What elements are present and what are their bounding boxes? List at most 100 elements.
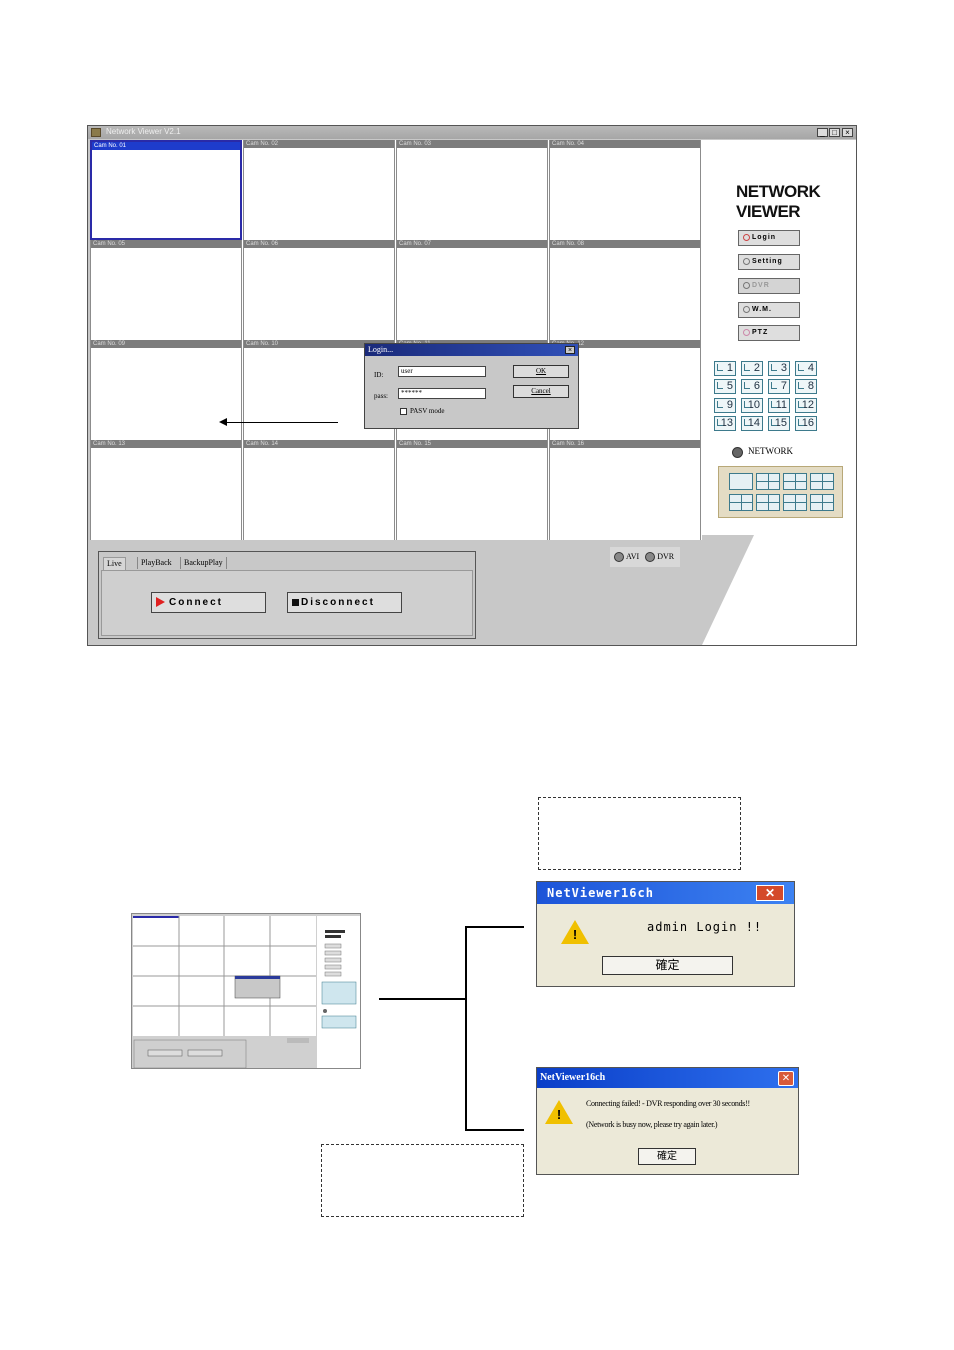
camera-label: Cam No. 14 xyxy=(244,440,394,448)
camera-cell-09[interactable]: Cam No. 09 xyxy=(90,340,242,440)
camera-grid: Cam No. 01 Cam No. 02 Cam No. 03 Cam No.… xyxy=(90,140,702,540)
success-dialog-title: NetViewer16ch xyxy=(537,882,794,904)
setting-button[interactable]: Setting xyxy=(738,254,800,270)
close-button[interactable]: × xyxy=(842,128,853,137)
disconnect-label: Disconnect xyxy=(301,597,375,608)
layout-9-icon[interactable] xyxy=(783,473,807,490)
disconnect-button[interactable]: Disconnect xyxy=(287,592,402,613)
channel-button-16[interactable]: 16 xyxy=(795,416,817,431)
id-input[interactable]: user xyxy=(398,366,486,377)
camera-cell-05[interactable]: Cam No. 05 xyxy=(90,240,242,340)
login-close-button[interactable]: × xyxy=(565,346,575,354)
ptz-button[interactable]: PTZ xyxy=(738,325,800,341)
channel-button-4[interactable]: 4 xyxy=(795,361,817,376)
channel-button-15[interactable]: 15 xyxy=(768,416,790,431)
layout-13-icon[interactable] xyxy=(810,494,834,511)
channel-button-7[interactable]: 7 xyxy=(768,379,790,394)
camera-label: Cam No. 10 xyxy=(244,340,394,348)
camera-cell-02[interactable]: Cam No. 02 xyxy=(243,140,395,240)
channel-button-2[interactable]: 2 xyxy=(741,361,763,376)
pasv-label: PASV mode xyxy=(410,407,445,415)
camera-cell-14[interactable]: Cam No. 14 xyxy=(243,440,395,540)
wm-button[interactable]: W.M. xyxy=(738,302,800,318)
login-dialog: Login... × ID: user pass: ****** PASV mo… xyxy=(364,343,579,429)
camera-label: Cam No. 07 xyxy=(397,240,547,248)
connector-vertical xyxy=(465,926,467,1131)
login-label: Login xyxy=(752,234,777,241)
fail-close-button[interactable]: ✕ xyxy=(778,1071,794,1086)
maximize-button[interactable]: □ xyxy=(829,128,840,137)
login-dialog-title: Login... xyxy=(365,344,578,356)
camera-cell-13[interactable]: Cam No. 13 xyxy=(90,440,242,540)
ok-button[interactable]: OK xyxy=(513,365,569,378)
play-icon xyxy=(156,597,165,608)
network-viewer-window: Network Viewer V2.1 _ □ × Cam No. 01 Cam… xyxy=(87,125,857,646)
channel-button-12[interactable]: 12 xyxy=(795,398,817,413)
id-label: ID: xyxy=(374,371,384,379)
success-message: admin Login !! xyxy=(647,920,763,934)
tab-backupplay[interactable]: BackupPlay xyxy=(180,557,227,569)
cancel-button[interactable]: Cancel xyxy=(513,385,569,398)
connect-button[interactable]: Connect xyxy=(151,592,266,613)
login-button[interactable]: Login xyxy=(738,230,800,246)
layout-8-icon[interactable] xyxy=(756,494,780,511)
channel-button-6[interactable]: 6 xyxy=(741,379,763,394)
tab-playback[interactable]: PlayBack xyxy=(137,557,175,569)
connector-to-success xyxy=(465,926,524,928)
layout-4-icon[interactable] xyxy=(756,473,780,490)
camera-label: Cam No. 15 xyxy=(397,440,547,448)
app-icon xyxy=(91,128,101,137)
ptz-label: PTZ xyxy=(752,329,769,336)
network-status-led xyxy=(732,447,743,458)
camera-cell-01[interactable]: Cam No. 01 xyxy=(90,140,242,240)
status-dot-icon xyxy=(743,233,750,241)
fail-confirm-button[interactable]: 確定 xyxy=(638,1148,696,1165)
layout-1-icon[interactable] xyxy=(729,473,753,490)
camera-cell-04[interactable]: Cam No. 04 xyxy=(549,140,701,240)
wm-label: W.M. xyxy=(752,306,772,313)
layout-10-icon[interactable] xyxy=(783,494,807,511)
layout-16-icon[interactable] xyxy=(810,473,834,490)
channel-button-1[interactable]: 1 xyxy=(714,361,736,376)
camera-label: Cam No. 03 xyxy=(397,140,547,148)
camera-cell-15[interactable]: Cam No. 15 xyxy=(396,440,548,540)
pasv-checkbox[interactable] xyxy=(400,408,407,415)
minimize-button[interactable]: _ xyxy=(817,128,828,137)
warning-icon: ! xyxy=(545,1100,573,1126)
arrow-line xyxy=(226,422,338,423)
tab-live[interactable]: Live xyxy=(103,557,126,570)
logo-line-1: NETWORK xyxy=(736,182,821,201)
app-thumbnail-drawing xyxy=(132,914,360,1068)
dvr-button[interactable]: DVR xyxy=(738,278,800,294)
camera-cell-06[interactable]: Cam No. 06 xyxy=(243,240,395,340)
connector-to-fail xyxy=(465,1129,524,1131)
dvr-led-icon xyxy=(645,552,656,563)
logo-line-2: VIEWER xyxy=(736,202,801,221)
fail-message-line-2: (Network is busy now, please try again l… xyxy=(586,1120,718,1129)
password-input[interactable]: ****** xyxy=(398,388,486,399)
network-label: NETWORK xyxy=(748,446,793,456)
panel-corner-decoration xyxy=(702,535,754,645)
connect-failed-dialog: NetViewer16ch ✕ ! Connecting failed! - D… xyxy=(536,1067,799,1175)
channel-button-13[interactable]: 13 xyxy=(714,416,736,431)
channel-button-11[interactable]: 11 xyxy=(768,398,790,413)
camera-cell-03[interactable]: Cam No. 03 xyxy=(396,140,548,240)
status-dot-icon xyxy=(743,328,750,336)
fail-dialog-title: NetViewer16ch xyxy=(537,1068,798,1088)
fail-message-line-1: Connecting failed! - DVR responding over… xyxy=(586,1099,750,1108)
camera-cell-07[interactable]: Cam No. 07 xyxy=(396,240,548,340)
success-confirm-button[interactable]: 確定 xyxy=(602,956,733,975)
channel-button-14[interactable]: 14 xyxy=(741,416,763,431)
channel-button-8[interactable]: 8 xyxy=(795,379,817,394)
channel-button-10[interactable]: 10 xyxy=(741,398,763,413)
camera-cell-16[interactable]: Cam No. 16 xyxy=(549,440,701,540)
camera-label: Cam No. 02 xyxy=(244,140,394,148)
layout-6-icon[interactable] xyxy=(729,494,753,511)
status-dot-icon xyxy=(743,305,750,313)
channel-button-3[interactable]: 3 xyxy=(768,361,790,376)
channel-button-9[interactable]: 9 xyxy=(714,398,736,413)
channel-button-5[interactable]: 5 xyxy=(714,379,736,394)
dashed-note-box-top xyxy=(538,797,741,870)
success-close-button[interactable]: ✕ xyxy=(756,885,784,901)
camera-cell-08[interactable]: Cam No. 08 xyxy=(549,240,701,340)
